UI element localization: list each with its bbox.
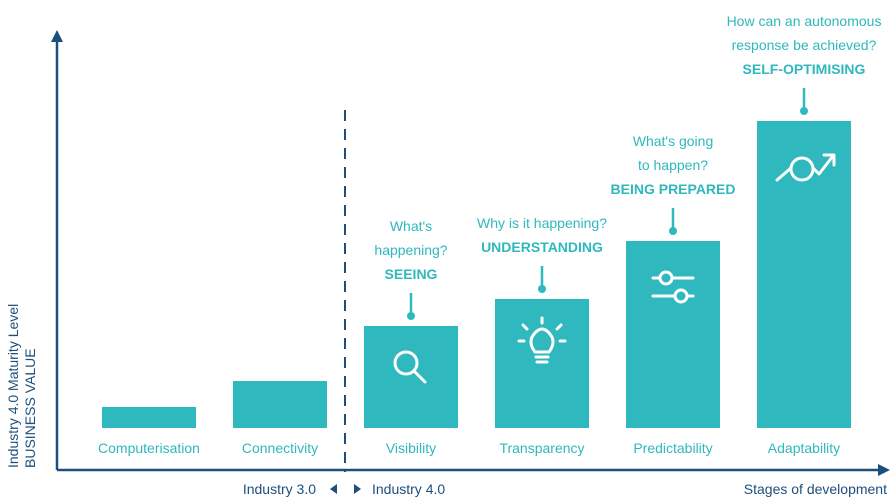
callout-question-adaptability: response be achieved?	[732, 37, 877, 53]
era-right-arrow-icon	[354, 484, 361, 494]
trend-line-left	[775, 166, 793, 182]
bar-predictability	[626, 241, 720, 428]
axes	[51, 30, 890, 476]
bulb-ray-tl	[521, 323, 529, 331]
x-axis-title: Stages of development	[744, 481, 887, 497]
y-axis-title-line1: Industry 4.0 Maturity Level	[5, 304, 21, 468]
callout-dot-visibility	[407, 312, 415, 320]
callout-heading-adaptability: SELF-OPTIMISING	[743, 61, 866, 77]
magnifier-handle	[412, 369, 427, 384]
bar-adaptability	[757, 121, 851, 428]
magnifier-lens	[393, 350, 419, 376]
callout-heading-transparency: UNDERSTANDING	[481, 239, 603, 255]
bulb-ray-tr	[555, 323, 563, 331]
stage-label-visibility: Visibility	[386, 440, 436, 456]
y-axis-title: Industry 4.0 Maturity Level BUSINESS VAL…	[5, 304, 38, 468]
stage-bars: Computerisation Connectivity Visibility SEE…	[98, 13, 881, 456]
trend-arrowhead	[822, 153, 836, 167]
era-left-arrow-icon	[330, 484, 337, 494]
callout-heading-visibility: SEEING	[385, 266, 438, 282]
callout-question-transparency: Why is it happening?	[477, 215, 607, 231]
x-axis-arrow-icon	[878, 464, 890, 476]
bulb-glass	[529, 327, 555, 354]
trend-line-right	[811, 154, 835, 176]
y-axis-arrow-icon	[51, 30, 63, 42]
bar-computerisation	[102, 407, 196, 428]
callout-question-predictability: What's going	[633, 133, 714, 149]
callout-question-adaptability: How can an autonomous	[727, 13, 882, 29]
stage-label-computerisation: Computerisation	[98, 440, 200, 456]
lightbulb-icon	[517, 316, 567, 364]
trend-up-icon	[775, 153, 836, 182]
callout-question-predictability: to happen?	[638, 157, 708, 173]
y-axis-title-line2: BUSINESS VALUE	[22, 348, 38, 468]
bar-connectivity	[233, 381, 327, 428]
stage-label-adaptability: Adaptability	[768, 440, 840, 456]
callout-dot-transparency	[538, 285, 546, 293]
era-right-label: Industry 4.0	[372, 481, 445, 497]
callout-dot-adaptability	[800, 107, 808, 115]
callout-question-visibility: What's	[390, 218, 432, 234]
stage-label-predictability: Predictability	[633, 440, 712, 456]
bar-visibility	[364, 326, 458, 428]
callout-question-visibility: happening?	[374, 242, 447, 258]
stage-label-connectivity: Connectivity	[242, 440, 318, 456]
slider-knob-2	[673, 288, 689, 304]
callout-heading-predictability: BEING PREPARED	[611, 181, 736, 197]
slider-knob-1	[658, 270, 674, 286]
sliders-icon	[651, 270, 695, 304]
magnifier-icon	[393, 350, 427, 384]
callout-dot-predictability	[669, 227, 677, 235]
era-left-label: Industry 3.0	[243, 481, 316, 497]
stage-label-transparency: Transparency	[499, 440, 584, 456]
